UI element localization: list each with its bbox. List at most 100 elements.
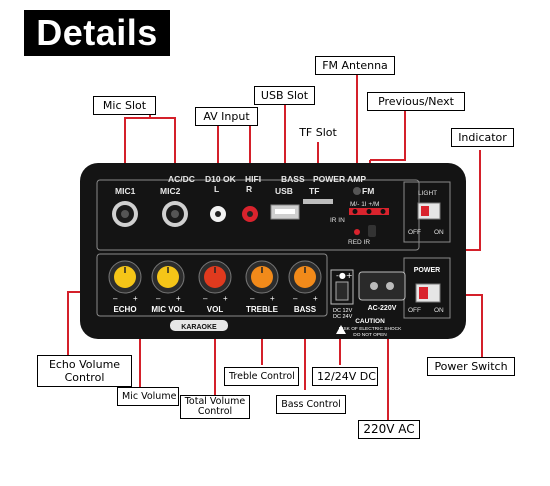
dc-jack-frame: [330, 269, 354, 305]
knob-label-echo: ECHO: [113, 305, 136, 314]
knob-treble-cap: [251, 266, 273, 288]
label-l: L: [214, 184, 219, 194]
ac-socket: [358, 271, 406, 301]
ac-pin-right: [386, 282, 394, 290]
label-mic2: MIC2: [160, 186, 181, 196]
knob-mic-vol: –+: [151, 260, 185, 303]
mic1-jack: [112, 201, 138, 227]
caution-line-1: RISK OF ELECTRIC SHOCK: [339, 326, 402, 332]
label-power-amp: POWER AMP: [313, 174, 366, 184]
callout-ac-input: 220V AC: [358, 420, 420, 439]
label-light-off: OFF: [408, 229, 421, 236]
title-banner: Details: [24, 10, 170, 56]
callout-tf-slot: TF Slot: [299, 126, 337, 139]
callout-treble-control: Treble Control: [224, 367, 299, 386]
fm-antenna-socket: [353, 187, 361, 195]
echo-callout-line-2: Control: [64, 371, 105, 384]
callout-indicator: Indicator: [451, 128, 514, 147]
callout-usb-slot: USB Slot: [254, 86, 315, 105]
callout-dc-input: 12/24V DC: [312, 367, 378, 386]
power-label: POWER: [414, 267, 440, 274]
knob-echo-minus: –: [113, 294, 118, 303]
callout-echo-volume-control: Echo Volume Control: [37, 355, 132, 387]
knob-bass-minus: –: [293, 294, 298, 303]
tf-card-slot: [303, 199, 333, 204]
knob-label-bass: BASS: [294, 305, 317, 314]
callout-bass-control: Bass Control: [276, 395, 346, 414]
dc-jack: [335, 281, 349, 301]
label-red-ir: RED IR: [348, 239, 370, 246]
page-title: Details: [36, 12, 158, 53]
knob-echo-plus: +: [133, 294, 138, 303]
knob-mic-vol-minus: –: [156, 294, 161, 303]
callout-previous-next: Previous/Next: [367, 92, 465, 111]
callout-mic-slot: Mic Slot: [93, 96, 156, 115]
knob-vol-cap: [204, 266, 226, 288]
mic2-jack: [162, 201, 188, 227]
knob-echo-cap: [114, 266, 136, 288]
label-r: R: [246, 184, 252, 194]
nav-button-next: [380, 209, 386, 214]
knob-treble-minus: –: [250, 294, 255, 303]
knob-label-treble: TREBLE: [246, 305, 279, 314]
knob-label-mic-vol: MIC VOL: [151, 305, 184, 314]
switch-panel-frame: [403, 181, 451, 243]
callout-fm-antenna: FM Antenna: [315, 56, 395, 75]
dc-label-12v: DC 12V: [333, 308, 353, 314]
ac-pin-left: [370, 282, 378, 290]
knob-echo: –+: [108, 260, 142, 303]
knob-vol-plus: +: [223, 294, 228, 303]
label-power-on: ON: [434, 307, 444, 314]
label-tf: TF: [309, 186, 319, 196]
nav-button-prev: [352, 209, 358, 214]
knob-treble-plus: +: [270, 294, 275, 303]
label-bass-top: BASS: [281, 174, 305, 184]
dc-label-24v: DC 24V: [333, 314, 353, 320]
label-d10ok: D10 OK: [205, 174, 237, 184]
label-hifi: HIFI: [245, 174, 261, 184]
label-ir-in: IR IN: [330, 217, 345, 224]
total-volume-line-1: Total Volume: [184, 396, 246, 407]
karaoke-label: KARAOKE: [181, 324, 217, 331]
warning-triangle-icon: [336, 325, 346, 334]
caution-line-2: DO NOT OPEN: [353, 332, 387, 338]
callout-mic-volume: Mic Volume: [117, 387, 179, 406]
callout-total-volume-control: Total Volume Control: [180, 395, 250, 419]
label-light-on: ON: [434, 229, 444, 236]
knob-mic-vol-plus: +: [176, 294, 181, 303]
knob-mic-vol-cap: [157, 266, 179, 288]
callout-power-switch: Power Switch: [427, 357, 515, 376]
knob-panel-frame: [96, 253, 328, 317]
knob-vol-minus: –: [203, 294, 208, 303]
av-input-right-jack: [242, 206, 258, 222]
knob-group: –+–+–+–+–+: [108, 260, 322, 303]
label-usb: USB: [275, 186, 293, 196]
knob-label-vol: VOL: [207, 305, 224, 314]
knob-treble: –+: [245, 260, 279, 303]
knob-vol: –+: [198, 260, 232, 303]
caution-title: CAUTION: [355, 318, 385, 325]
ir-receiver: [368, 225, 376, 237]
dc-symbol: -●+: [336, 271, 353, 280]
callout-av-input: AV Input: [195, 107, 258, 126]
light-switch: [417, 202, 441, 220]
echo-callout-line-1: Echo Volume: [48, 358, 121, 371]
indicator-led: [354, 229, 360, 235]
knob-bass-plus: +: [313, 294, 318, 303]
label-fm: FM: [362, 186, 374, 196]
karaoke-badge: [170, 320, 228, 331]
usb-port: [270, 204, 300, 220]
knob-bass-cap: [294, 266, 316, 288]
label-light: LIGHT: [418, 190, 437, 197]
power-switch-graphic: [415, 283, 441, 303]
label-nav: M/- 1I +/M: [350, 201, 379, 208]
label-acdc: AC/DC: [168, 174, 195, 184]
nav-button-play: [366, 209, 372, 214]
label-power-off: OFF: [408, 307, 421, 314]
knob-bass: –+: [288, 260, 322, 303]
label-mic1: MIC1: [115, 186, 136, 196]
ac-label: AC-220V: [368, 305, 397, 312]
total-volume-line-2: Control: [197, 406, 233, 417]
